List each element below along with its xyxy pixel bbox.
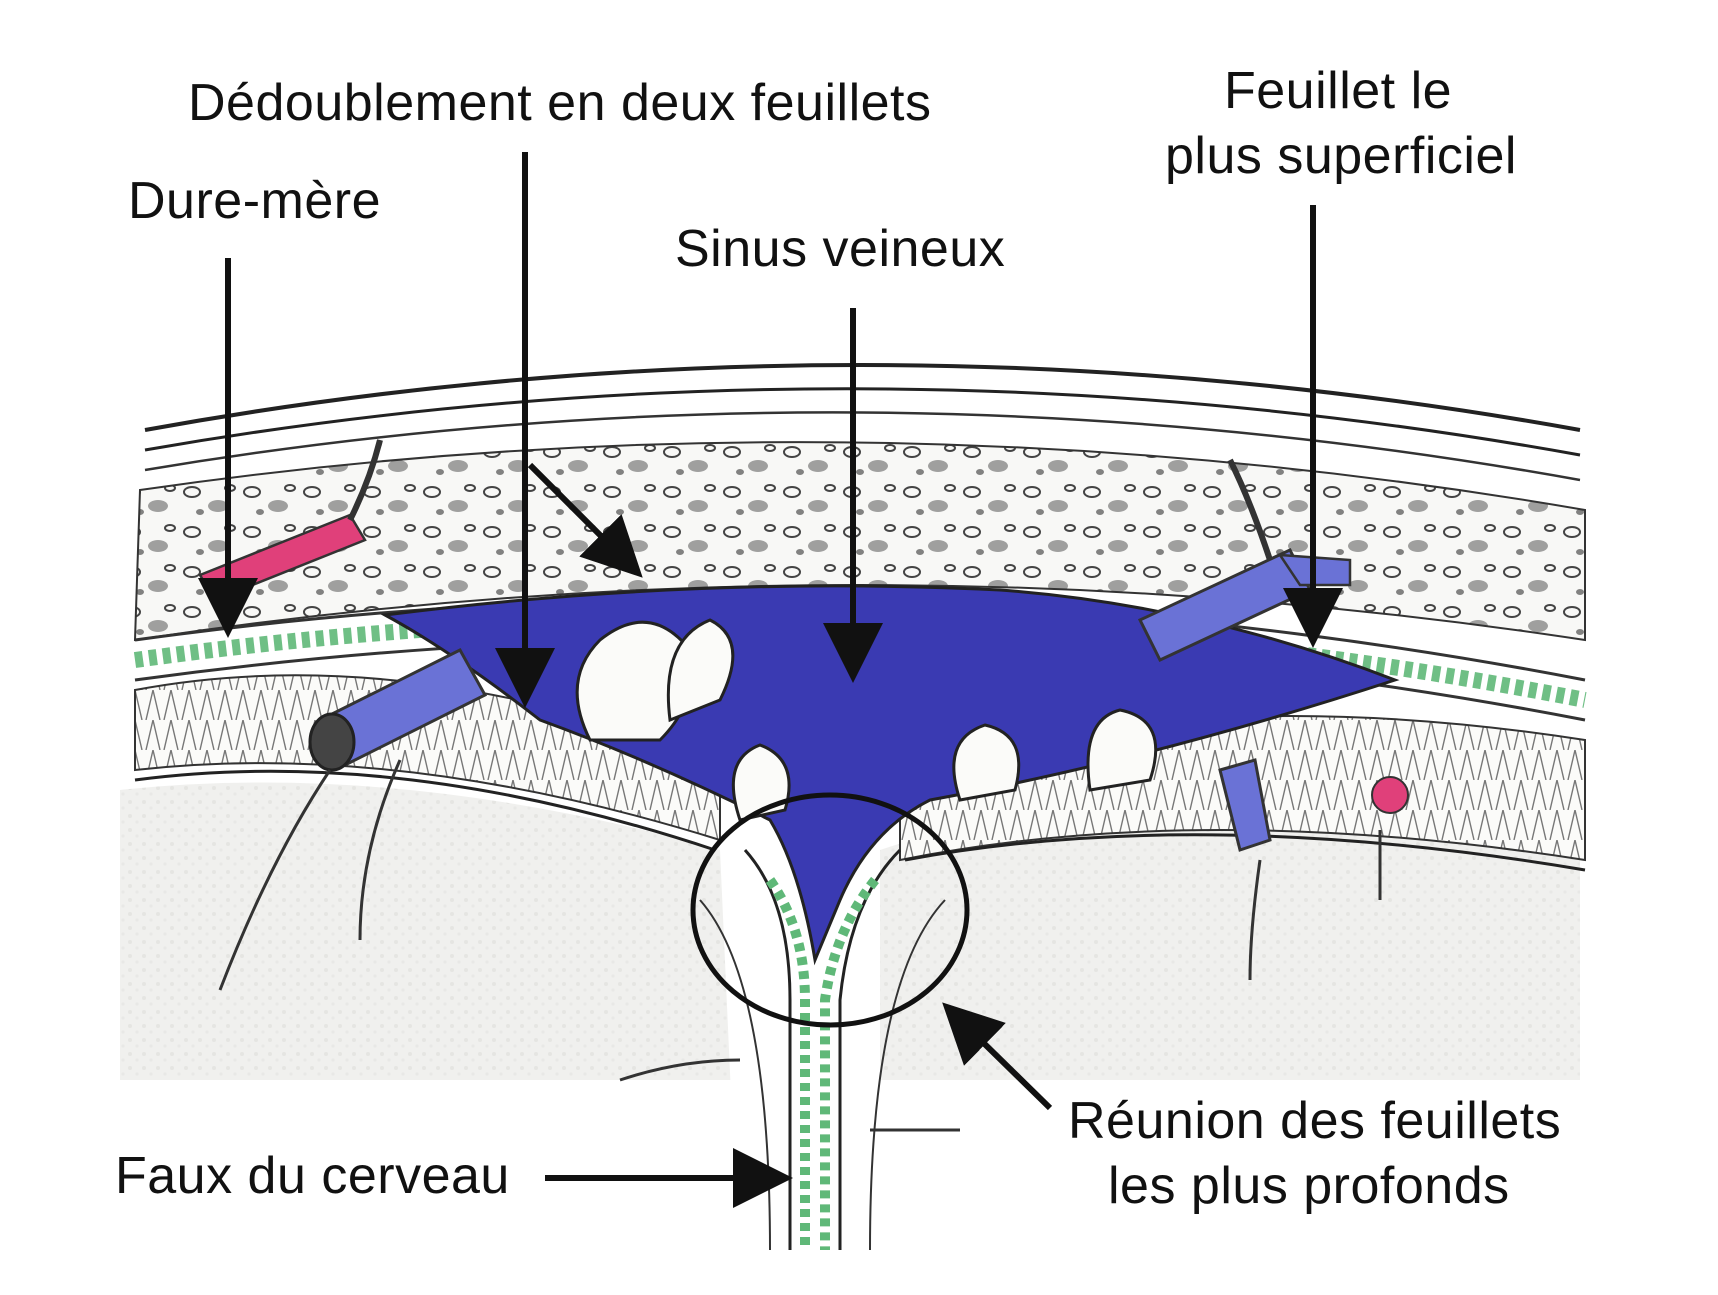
arrow-dedoublement-diagonal <box>527 462 643 578</box>
artery-small-right <box>1371 776 1409 814</box>
vein-right <box>1137 458 1352 662</box>
cortical-branches <box>218 759 1382 1132</box>
label-feuillet-superficiel-line2: plus superficiel <box>1165 127 1517 185</box>
label-reunion-line2: les plus profonds <box>1108 1157 1510 1215</box>
label-arrows <box>198 152 1343 1208</box>
arachnoid-granulations <box>575 618 1158 822</box>
label-faux-du-cerveau: Faux du cerveau <box>115 1147 510 1205</box>
label-feuillet-superficiel-line1: Feuillet le <box>1224 62 1453 120</box>
falx-cerebri <box>699 848 946 1251</box>
label-dure-mere: Dure-mère <box>128 172 381 230</box>
label-sinus-veineux: Sinus veineux <box>675 220 1006 278</box>
brain-tissue <box>120 782 1580 1295</box>
arrow-reunion <box>942 1002 1053 1111</box>
label-reunion-line1: Réunion des feuillets <box>1068 1092 1562 1150</box>
bridging-vein-left <box>308 648 488 772</box>
vein-small-right <box>1218 758 1272 852</box>
label-dedoublement: Dédoublement en deux feuillets <box>188 74 932 132</box>
reunion-circle <box>690 792 970 1028</box>
